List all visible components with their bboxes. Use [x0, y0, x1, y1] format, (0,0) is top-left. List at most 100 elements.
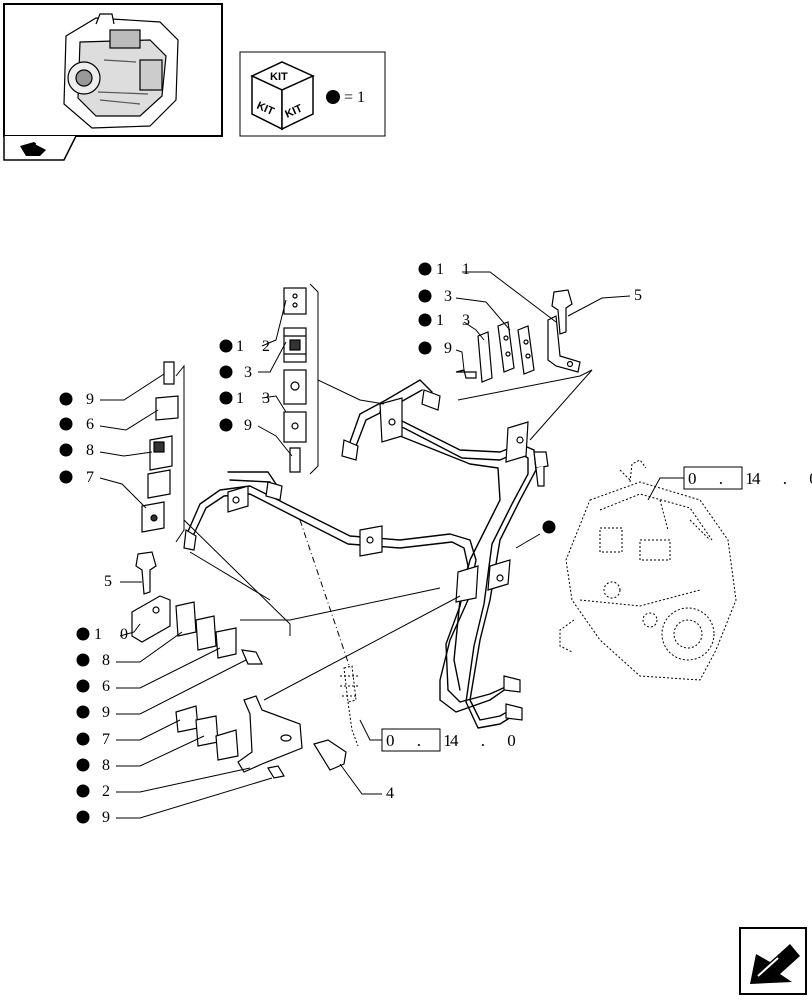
callout-label: 9 — [102, 704, 117, 721]
callout-label: 2 — [102, 783, 117, 800]
callout-leader-line — [258, 341, 287, 373]
callout-c-9-low: 9 — [76, 659, 247, 721]
callout-c-3-mid: 3 — [219, 341, 287, 381]
callout-leader-line — [567, 295, 631, 317]
callout-c-13-mid: 1 3 — [219, 390, 287, 413]
callout-c-11-top: 1 1 — [418, 261, 557, 323]
callout-label: 6 — [102, 678, 117, 695]
callout-label: 9 — [444, 340, 459, 357]
callout-c-9-low2: 9 — [76, 777, 273, 826]
kit-cube-icon — [250, 61, 315, 131]
kit-bullet — [326, 90, 340, 104]
callout-leader-line — [99, 451, 153, 457]
callout-label: 9 — [244, 417, 259, 434]
kit-bullet-icon — [219, 391, 233, 405]
callout-c-3-top: 3 — [418, 288, 511, 331]
kit-bullet-icon — [76, 653, 90, 667]
callout-c-8-low: 8 — [76, 631, 183, 669]
lower-middle-parts — [175, 695, 347, 779]
callout-label: 8 — [102, 652, 117, 669]
callout-label: 1 3 — [436, 312, 477, 329]
callout-leader-line — [116, 777, 273, 819]
callout-label: 5 — [634, 287, 649, 304]
callout-leader-line — [116, 647, 221, 689]
callout-label: 7 — [102, 731, 117, 748]
callout-leader-line — [261, 395, 287, 413]
pipe-clamps — [227, 397, 529, 603]
kit-equals: = 1 — [344, 89, 365, 106]
injector-drawing — [299, 519, 360, 747]
callout-leader-line — [116, 659, 247, 715]
kit-bullet-icon — [76, 810, 90, 824]
callout-leader-line — [463, 321, 485, 341]
callout-leader-line — [119, 623, 141, 637]
next-page-arrow-icon — [750, 944, 800, 984]
ref-top-right-rest: 4 . 0 — [752, 469, 812, 488]
callout-c-5-top: 5 — [567, 287, 649, 317]
callout-leader-line — [261, 299, 287, 347]
callout-c-7-low: 7 — [76, 719, 181, 748]
callout-leader-line — [116, 767, 251, 793]
callout-leader-line — [515, 533, 541, 549]
kit-bullet-icon — [418, 313, 432, 327]
kit-legend: KIT KIT KIT = 1 — [239, 51, 386, 137]
kit-bullet-icon — [219, 365, 233, 379]
callout-leader-line — [99, 409, 159, 431]
kit-bullet-icon — [76, 679, 90, 693]
reference-bottom[interactable]: 0 . 1 4 . 0 — [359, 719, 525, 752]
callout-c-bullet-right — [515, 520, 556, 549]
callout-c-9-left: 9 — [59, 373, 165, 408]
callout-c-8-left: 8 — [59, 442, 153, 459]
callout-leader-line — [455, 349, 465, 371]
next-page-button[interactable] — [739, 927, 807, 995]
callout-label: 8 — [102, 757, 117, 774]
callout-leader-line — [116, 631, 183, 663]
callout-c-5-left: 5 — [104, 573, 142, 590]
callout-c-9-top: 9 — [418, 340, 465, 371]
callout-c-4-low: 4 — [339, 763, 394, 802]
reference-top-right[interactable]: 0 . 1 4 . 0 — [647, 466, 812, 501]
kit-bullet-icon — [76, 758, 90, 772]
callout-label: 6 — [86, 416, 101, 433]
callout-label: 1 1 — [436, 261, 477, 278]
callout-c-10-low: 1 0 — [76, 623, 141, 643]
callout-leader-line — [462, 271, 557, 323]
callout-label: 8 — [86, 442, 101, 459]
callout-label: 1 3 — [236, 390, 277, 407]
callout-label: 3 — [444, 288, 459, 305]
group-outlines — [175, 283, 593, 701]
callout-label: 1 2 — [236, 338, 277, 355]
callout-c-6-left: 6 — [59, 409, 159, 433]
callout-c-8-low2: 8 — [76, 735, 205, 774]
kit-bullet-icon — [418, 289, 432, 303]
kit-bullet-icon — [76, 784, 90, 798]
callout-c-9-mid: 9 — [219, 417, 293, 457]
kit-bullet-icon — [219, 418, 233, 432]
kit-bullet-icon — [76, 627, 90, 641]
kit-bullet-icon — [59, 417, 73, 431]
callout-c-7-left: 7 — [59, 469, 147, 509]
callout-leader-line — [339, 763, 382, 795]
kit-bullet-icon — [418, 262, 432, 276]
callout-label: 7 — [86, 469, 101, 486]
engine-thumbnail[interactable] — [3, 3, 223, 161]
ref-bottom-boxed: 0 . 1 — [386, 731, 461, 750]
callout-leader-line — [100, 373, 165, 401]
ref-bottom-rest: 4 . 0 — [450, 731, 525, 750]
callout-c-2-low: 2 — [76, 767, 251, 800]
injection-pump-drawing — [559, 459, 737, 681]
callout-c-6-low: 6 — [76, 647, 221, 695]
callout-leader-line — [116, 719, 181, 741]
callout-label: 9 — [102, 809, 117, 826]
callout-c-12-mid: 1 2 — [219, 299, 287, 355]
kit-bullet-icon — [59, 392, 73, 406]
callout-label: 1 0 — [94, 626, 135, 643]
ref-top-right-boxed: 0 . 1 — [688, 469, 763, 488]
left-stacked-parts — [141, 361, 179, 533]
callout-label: 9 — [86, 391, 101, 408]
kit-bullet-icon — [76, 732, 90, 746]
callout-leader-line — [99, 477, 147, 509]
callout-label: 3 — [244, 364, 259, 381]
